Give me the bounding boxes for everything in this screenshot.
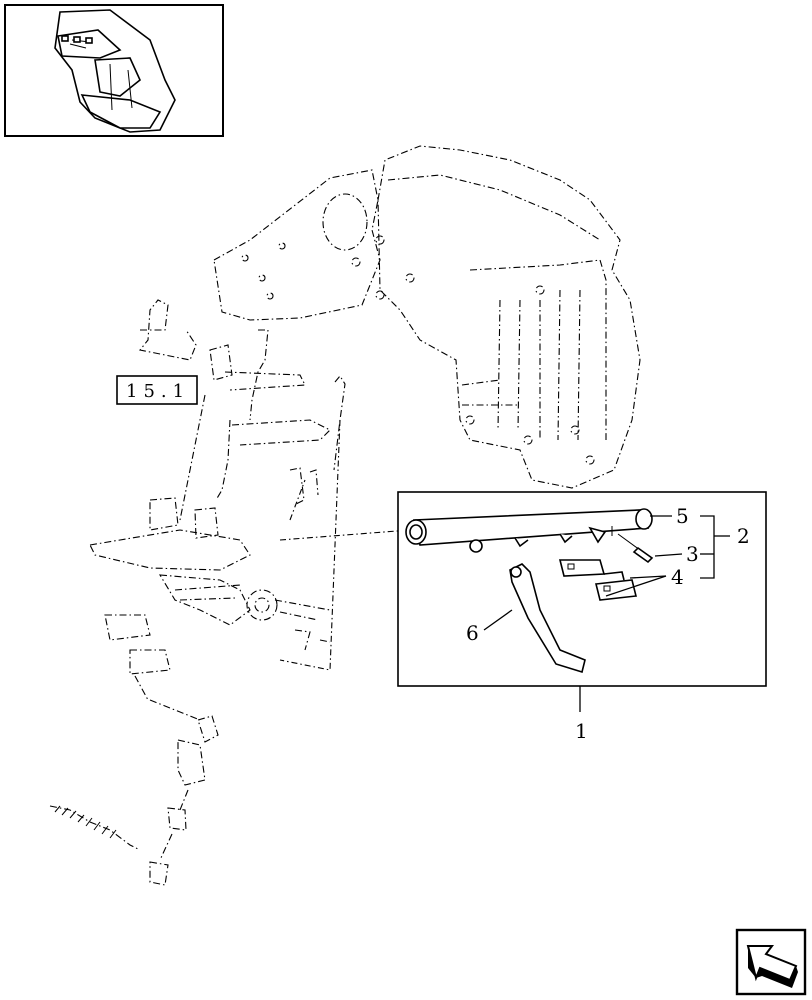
- callout-1: 1: [575, 719, 588, 743]
- lever-part[interactable]: [509, 563, 586, 674]
- linkage-assembly: [49, 299, 411, 886]
- callout-3: 3: [686, 542, 699, 566]
- plates-part[interactable]: [558, 559, 637, 601]
- callout-2: 2: [737, 524, 750, 548]
- shaft-part[interactable]: [405, 508, 653, 553]
- callout-6: 6: [466, 621, 479, 645]
- detail-box: [397, 491, 767, 712]
- callout-4: 4: [671, 565, 684, 589]
- callout-5: 5: [676, 504, 689, 528]
- reference-label: 15.1: [126, 381, 190, 402]
- housing-outline: [213, 145, 641, 489]
- reference-box[interactable]: 15.1: [116, 375, 198, 405]
- assembly-thumbnail: [4, 4, 224, 137]
- next-page-arrow-icon[interactable]: [735, 928, 807, 996]
- pin-part[interactable]: [611, 526, 654, 564]
